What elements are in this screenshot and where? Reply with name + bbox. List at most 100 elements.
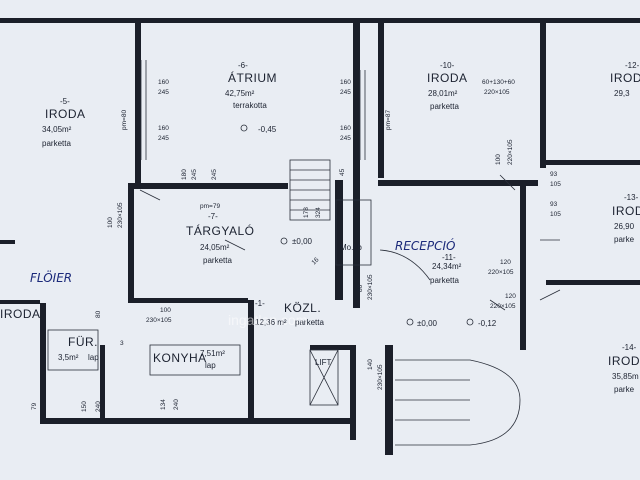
room-floor: parketta [430, 102, 459, 111]
lift-label: LIFT [315, 358, 332, 367]
dim-label: 245 [158, 135, 169, 142]
room-iroda-right-mid: -13- IROD 26,90 parke [612, 193, 640, 244]
room-area: 29,3 [614, 89, 630, 98]
room-floor: parketta [430, 276, 459, 285]
folyoso-handwritten: FLÖIER [30, 269, 72, 285]
room-area: 26,90 [614, 222, 635, 231]
room-name: KÖZL. [284, 301, 321, 315]
room-number: -12- [625, 61, 640, 70]
dim-label: 230×105 [367, 274, 374, 300]
room-name: FÜR. [68, 335, 98, 349]
dim-label: 100 [495, 154, 502, 165]
room-name-handwritten: RECEPCIÓ [395, 238, 455, 253]
room-name: IROD [612, 204, 640, 218]
room-targyalo: pm=79 -7- TÁRGYALÓ 24,05m² parketta ±0,0… [186, 203, 313, 265]
room-area: 3,5m² [58, 353, 79, 362]
room-recepcio: RECEPCIÓ -11- 24,34m² parketta ±0,00 -0,… [395, 238, 497, 328]
room-name: TÁRGYALÓ [186, 223, 254, 238]
room-iroda-right-top: -12- IRODA 29,3 [610, 61, 640, 98]
room-number: -11- [442, 253, 456, 262]
room-floor: parketta [295, 318, 324, 327]
dim-label: 79 [31, 402, 38, 410]
room-level: -0,45 [258, 125, 277, 134]
room-number: -10- [440, 61, 455, 70]
dim-label: 230×105 [377, 364, 384, 390]
room-area: 35,85m [612, 372, 639, 381]
dim-label: 178 [303, 207, 310, 218]
dim-label: 100 [107, 217, 114, 228]
dim-label: 240 [95, 401, 102, 412]
room-atrium: -6- ÁTRIUM 42,75m² terrakotta -0,45 [225, 61, 277, 134]
room-floor: terrakotta [233, 101, 267, 110]
level-marker-icon [466, 318, 474, 326]
dim-label: 220×105 [488, 269, 514, 276]
room-name: KONYHA [153, 351, 207, 365]
dim-label: 140 [367, 359, 374, 370]
level-marker-icon [240, 124, 248, 132]
dim-label: 220×105 [484, 89, 510, 96]
dim-label: 16 [310, 256, 320, 266]
room-name: IRODA [427, 71, 468, 85]
room-floor: lap [205, 361, 216, 370]
room-area: 24,05m² [200, 243, 230, 252]
dim-label: 60+130+60 [482, 79, 515, 86]
dim-label: 220×105 [507, 139, 514, 165]
dim-label: 180 [181, 169, 188, 180]
room-floor: parke [614, 385, 635, 394]
dim-label: 240 [173, 399, 180, 410]
room-area: 42,75m² [225, 89, 255, 98]
room-level: -0,12 [478, 319, 497, 328]
room-level: ±0,00 [292, 237, 313, 246]
room-area: 24,34m² [432, 262, 462, 271]
room-pm: pm=87 [385, 110, 392, 130]
dim-label: 160 [340, 79, 351, 86]
room-floor: parketta [203, 256, 232, 265]
dim-label: 45 [339, 168, 346, 176]
room-floor: parketta [42, 139, 71, 148]
dim-label: 93 [550, 201, 558, 208]
dim-label: 105 [550, 211, 561, 218]
room-area: 28,01m² [428, 89, 458, 98]
dim-label: 230×105 [146, 317, 172, 324]
room-name: ÁTRIUM [228, 70, 277, 85]
room-number: -13- [624, 193, 639, 202]
room-number: -1- [255, 299, 265, 308]
room-fur: FÜR. 3,5m² lap [58, 335, 99, 362]
wc-label: Mo.l.b [340, 243, 362, 252]
dim-label: 120 [505, 293, 516, 300]
dim-label: 80 [357, 284, 364, 292]
dim-label: 245 [340, 135, 351, 142]
dim-label: 160 [158, 79, 169, 86]
room-number: -5- [60, 97, 70, 106]
dim-label: 160 [340, 125, 351, 132]
dim-label: 220×105 [490, 303, 516, 310]
dim-label: 100 [160, 307, 171, 314]
room-pm: pm=80 [121, 110, 128, 130]
dim-label: 245 [191, 169, 198, 180]
room-iroda-mid: -10- IRODA 28,01m² parketta pm=87 [385, 61, 468, 130]
dim-label: 120 [500, 259, 511, 266]
room-number: -7- [208, 212, 218, 221]
details [47, 60, 561, 446]
dimension-labels: 160 245 160 245 160 245 160 245 180 245 … [31, 79, 561, 412]
dim-label: 150 [81, 401, 88, 412]
level-marker-icon [406, 318, 414, 326]
room-floor: lap [88, 353, 99, 362]
room-floor: parke [614, 235, 635, 244]
room-name: IRODA [45, 107, 86, 121]
dim-label: 324 [315, 207, 322, 218]
watermark: ingatlan.com [228, 312, 307, 328]
dim-label: 134 [160, 399, 167, 410]
room-iroda-far-left: IRODA [0, 307, 41, 321]
room-area: 12,36 m² [255, 318, 287, 327]
room-iroda-right-bot: -14- IRODA 35,85m parke [608, 343, 640, 394]
room-area: 7,51m² [200, 349, 225, 358]
dim-label: 245 [340, 89, 351, 96]
level-marker-icon [280, 237, 288, 245]
room-kozl: -1- KÖZL. 12,36 m² parketta [255, 299, 324, 327]
dim-label: 230×105 [117, 202, 124, 228]
room-level: ±0,00 [417, 319, 438, 328]
dim-label: 93 [550, 171, 558, 178]
